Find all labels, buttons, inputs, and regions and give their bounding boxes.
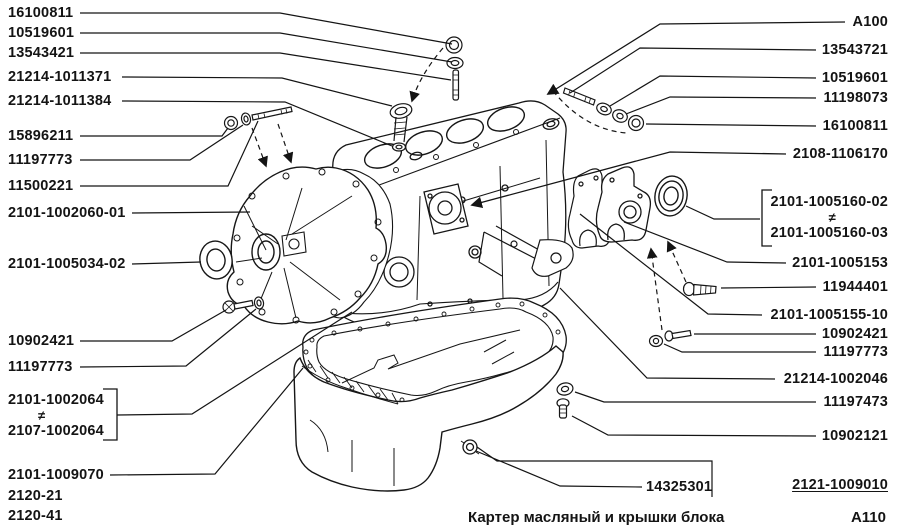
part-label-bolt-mid: 10902421 xyxy=(821,326,888,342)
part-label-bolt-b: 21214-1011384 xyxy=(8,93,112,109)
part-label-seal-alt-2: 2101-1005160-03 xyxy=(770,225,888,241)
holder-bolt-drawing xyxy=(682,281,717,297)
part-label-front-seal: 2101-1005034-02 xyxy=(8,256,126,272)
part-label-seal-holder: 2101-1005153 xyxy=(792,255,888,271)
part-label-stud-rear: 13543721 xyxy=(821,42,888,58)
oil-pan-drawing xyxy=(293,329,564,492)
mid-right-washer-bolt-drawing xyxy=(648,329,692,348)
part-label-washer-cover: 11197773 xyxy=(8,152,73,168)
part-label-bolt-lower: 10902421 xyxy=(8,333,75,349)
rear-stud-washers-nut-drawing xyxy=(562,87,645,132)
figure-caption: Картер масляный и крышки блока xyxy=(468,509,725,526)
part-label-seal-alt-1: 2101-1005160-02 xyxy=(770,194,888,210)
model-code-1: 2120-21 xyxy=(8,488,63,504)
part-label-bolt-holder: 11944401 xyxy=(822,279,888,295)
part-label-drain-plug: 14325301 xyxy=(646,479,713,495)
model-code-2: 2120-41 xyxy=(8,508,63,524)
part-label-nut-rear: 16100811 xyxy=(822,118,888,134)
part-label-washer-pan: 11197473 xyxy=(823,394,888,410)
part-label-pan-gasket: 2101-1009070 xyxy=(8,467,104,483)
figure-ref-block: A100 xyxy=(852,14,888,30)
part-label-nut-top: 16100811 xyxy=(8,5,74,21)
top-bolt-drawing xyxy=(389,103,413,152)
front-crankshaft-seal-drawing xyxy=(199,240,233,280)
pan-washer-bolt-drawing xyxy=(556,382,574,419)
rear-seal-holder-drawing xyxy=(595,166,652,243)
rear-crankshaft-seal-drawing xyxy=(654,175,688,217)
part-label-bracket: 21214-1002046 xyxy=(783,371,888,387)
part-label-holder-gasket: 2101-1005155-10 xyxy=(770,307,888,323)
part-label-bolt-a: 21214-1011371 xyxy=(8,69,112,85)
part-label-washer-mid: 11197773 xyxy=(823,344,888,360)
front-cover-drawing xyxy=(226,166,388,325)
part-label-bolt-pan: 10902121 xyxy=(821,428,888,444)
drain-plug-drawing xyxy=(460,439,480,455)
part-link-oil-pan[interactable]: 2121-1009010 xyxy=(792,477,888,493)
part-label-washer-spring: 11198073 xyxy=(823,90,888,106)
assembly-direction-arrows xyxy=(251,47,687,331)
part-label-washer-lower: 11197773 xyxy=(8,359,73,375)
part-label-gasket-alt-1: 2101-1002064 xyxy=(8,392,104,408)
not-equal-sign-right: ≠ xyxy=(828,210,836,225)
part-label-stud-cover: 11500221 xyxy=(8,178,74,194)
pump-drive-drawing xyxy=(423,183,469,235)
part-label-washer-top: 10519601 xyxy=(8,25,75,41)
part-label-gasket-alt-2: 2107-1002064 xyxy=(8,423,104,439)
figure-code: A110 xyxy=(850,509,886,526)
part-label-pump-drive: 2108-1106170 xyxy=(792,146,888,162)
part-label-stud-top: 13543421 xyxy=(8,45,75,61)
mount-bracket-drawing xyxy=(478,225,574,277)
part-label-nut-cover: 15896211 xyxy=(8,128,74,144)
part-label-washer-flat: 10519601 xyxy=(821,70,888,86)
top-nut-washer-stud-drawing xyxy=(445,36,464,101)
alternative-part-brackets xyxy=(103,189,772,441)
leader-lines xyxy=(79,12,817,497)
not-equal-sign-left: ≠ xyxy=(38,408,46,423)
callout-arrows xyxy=(470,21,846,209)
cover-nut-washer-stud-drawing xyxy=(223,106,293,131)
part-label-front-cover: 2101-1002060-01 xyxy=(8,205,126,221)
